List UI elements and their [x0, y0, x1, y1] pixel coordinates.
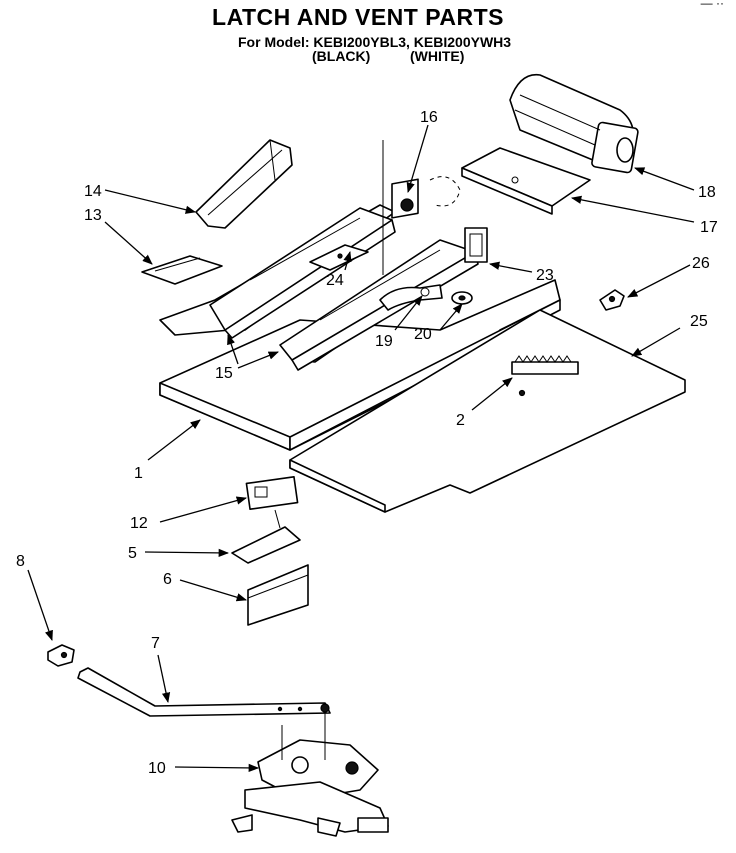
- part-25-cover-plate: [289, 309, 686, 513]
- part-19-latch-bracket: [379, 284, 443, 311]
- corner-mark: — ··: [700, 0, 724, 10]
- part-14-vent-duct: [195, 139, 293, 229]
- diagram-title: LATCH AND VENT PARTS: [212, 4, 504, 30]
- variant-white-label: (WHITE): [410, 48, 465, 64]
- callout-10: 10: [148, 760, 166, 777]
- callout-7: 7: [151, 635, 160, 652]
- part-6-shield: [247, 564, 309, 626]
- part-24-screw: [309, 244, 369, 271]
- callout-8: 8: [16, 553, 25, 570]
- part-8-latch-knob: [47, 644, 75, 667]
- callout-6: 6: [163, 571, 172, 588]
- callout-25: 25: [690, 313, 708, 330]
- callout-2: 2: [456, 412, 465, 429]
- leader-lines: [27, 124, 695, 773]
- callout-19: 19: [375, 333, 393, 350]
- callout-26: 26: [692, 255, 710, 272]
- callout-16: 16: [420, 109, 438, 126]
- callout-17: 17: [700, 219, 718, 236]
- callout-13: 13: [84, 207, 102, 224]
- callout-14: 14: [84, 183, 102, 200]
- part-10-latch-assembly: [231, 713, 389, 837]
- callout-12: 12: [130, 515, 148, 532]
- callout-1: 1: [134, 465, 143, 482]
- variant-black-label: (BLACK): [312, 48, 371, 64]
- part-7-latch-rod: [77, 667, 331, 717]
- part-20-grommet: [451, 291, 473, 305]
- callout-15: 15: [215, 365, 233, 382]
- callout-24: 24: [326, 272, 344, 289]
- callout-labels: 14 13 15 16 18 17 26 23 25 24 19 20 2 1 …: [16, 109, 718, 777]
- part-2-spring-strip: [511, 355, 579, 397]
- callout-5: 5: [128, 545, 137, 562]
- part-18-fan-motor: [509, 73, 639, 174]
- callout-18: 18: [698, 184, 716, 201]
- callout-20: 20: [414, 326, 432, 343]
- part-26-clip: [599, 289, 625, 311]
- part-23-bracket: [464, 227, 488, 263]
- callout-23: 23: [536, 267, 554, 284]
- part-17-motor-bracket: [461, 147, 591, 215]
- part-13-vent-plate: [141, 255, 223, 285]
- model-numbers: For Model: KEBI200YBL3, KEBI200YWH3: [238, 34, 512, 50]
- part-12-switch: [245, 475, 299, 529]
- part-5-insulator: [231, 526, 301, 564]
